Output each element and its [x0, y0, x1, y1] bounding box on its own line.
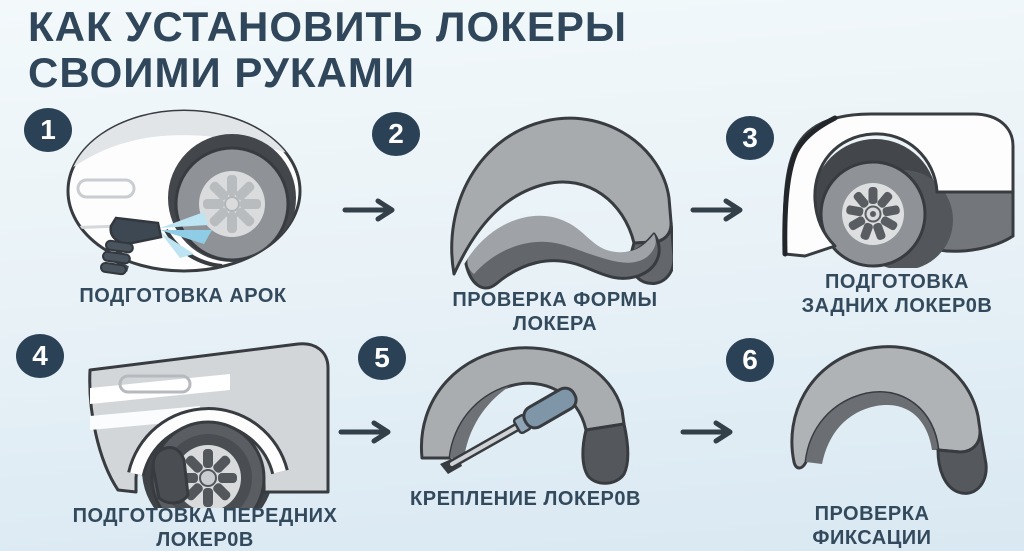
step-1-label: ПОДГОТОВКА АРОК — [79, 285, 287, 307]
step-4-badge: 4 — [16, 334, 64, 378]
page-title: КАК УСТАНОВИТЬ ЛОКЕРЫ СВОИМИ РУКАМИ — [28, 3, 627, 97]
arrow-right-icon — [338, 420, 391, 444]
car-arch-spray-icon — [66, 109, 302, 276]
step-6-label: ПРОВЕРКА ФИКСАЦИИ — [812, 503, 932, 549]
step-2-label: ПРОВЕРКА ФОРМЫ ЛОКЕРА — [452, 289, 658, 335]
step-4-label: ПОДГОТОВКА ПЕРЕДНИХ ЛОКЕР0В — [72, 505, 338, 551]
step-4-number: 4 — [32, 340, 48, 371]
step-5-badge: 5 — [358, 336, 406, 380]
arrow-right-icon — [690, 198, 743, 222]
step-5-number: 5 — [374, 342, 390, 373]
step-1-badge: 1 — [24, 108, 72, 152]
front-wheel-arch-icon — [88, 342, 330, 508]
arrow-right-icon — [342, 198, 395, 222]
step-6-number: 6 — [742, 344, 758, 375]
step-3-label: ПОДГОТОВКА ЗАДНИХ ЛОКЕР0В — [801, 271, 993, 317]
step-2-number: 2 — [388, 118, 404, 149]
step-2-badge: 2 — [372, 112, 420, 156]
step-3-badge: 3 — [726, 116, 774, 160]
step-6-badge: 6 — [726, 338, 774, 382]
step-3-number: 3 — [742, 122, 758, 153]
step-1-number: 1 — [40, 114, 56, 145]
liner-shapes-icon — [450, 116, 673, 290]
rear-wheel-arch-icon — [782, 112, 1015, 268]
arrow-right-icon — [680, 420, 733, 444]
step-5-label: КРЕПЛЕНИЕ ЛОКЕР0В — [410, 488, 641, 510]
liner-check-icon — [790, 345, 988, 495]
liner-screwdriver-icon — [419, 346, 630, 485]
